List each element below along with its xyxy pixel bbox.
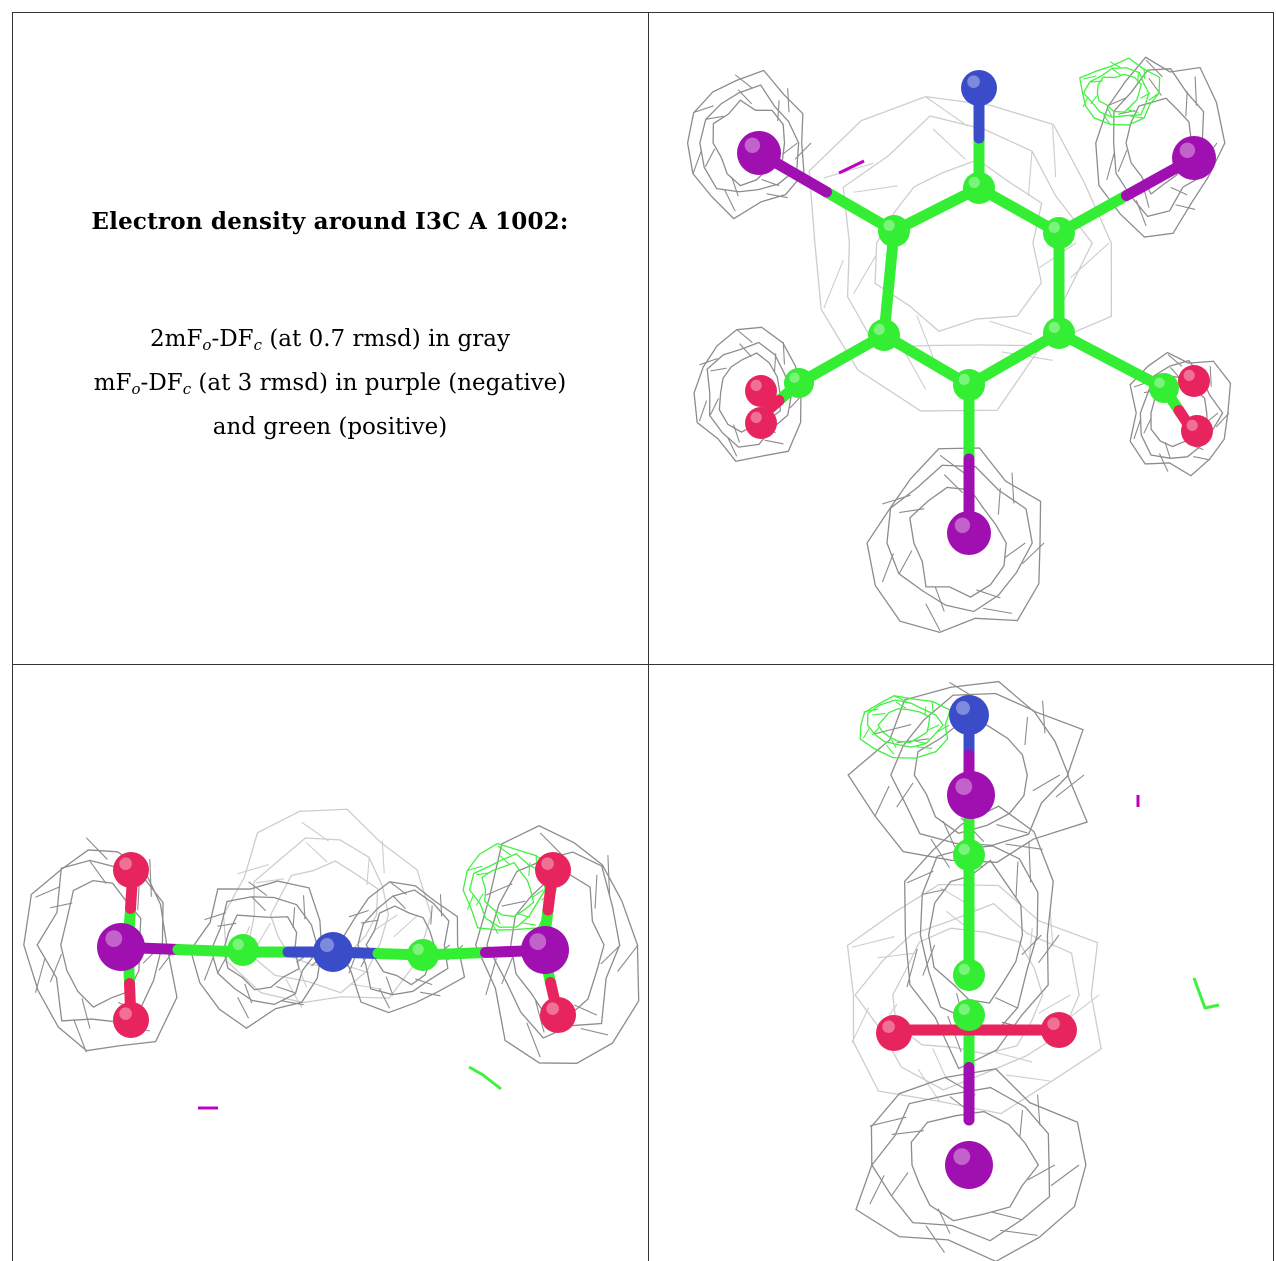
oxygen-atom <box>113 1002 149 1038</box>
density-map-top <box>686 56 1232 634</box>
border-right <box>1273 12 1274 1261</box>
oxygen-atom <box>113 852 149 888</box>
positive-difference-fragment <box>1192 977 1220 1010</box>
molecule-view-end <box>649 665 1273 1261</box>
carbon-atom <box>963 172 995 204</box>
divider-horizontal <box>12 664 1274 665</box>
oxygen-atom <box>1178 365 1210 397</box>
oxygen-atom <box>1181 415 1213 447</box>
mesh-ring <box>808 95 1113 412</box>
iodine-atom <box>737 131 781 175</box>
iodine-atom <box>947 511 991 555</box>
negative-difference-fragment <box>838 159 865 175</box>
mesh-bottom-group <box>855 1068 1087 1261</box>
iodine-atom <box>521 926 569 974</box>
figure-title: Electron density around I3C A 1002: <box>91 208 569 235</box>
divider-vertical <box>648 12 649 1261</box>
iodine-atom <box>947 771 995 819</box>
density-map-side <box>23 808 640 1110</box>
carbon-atom <box>784 368 814 398</box>
legend-line-green: and green (positive) <box>212 414 448 440</box>
mesh-iodine-right <box>1095 56 1226 238</box>
mesh-positive-difference <box>1079 57 1161 126</box>
carbon-atom <box>878 215 910 247</box>
mesh-ring-right <box>337 881 466 1014</box>
carbon-atom <box>953 959 985 991</box>
nitrogen-atom <box>313 932 353 972</box>
carbon-atom <box>953 999 985 1031</box>
iodine-atom <box>1172 136 1216 180</box>
nitrogen-atom <box>949 695 989 735</box>
molecule-view-top <box>649 13 1273 664</box>
oxygen-atom <box>745 375 777 407</box>
mesh-top-group <box>847 680 1088 868</box>
carbon-atom <box>868 319 900 351</box>
carbon-atom <box>953 369 985 401</box>
carbon-atom <box>1043 317 1075 349</box>
legend-text: 2mFo-DFc (at 0.7 rmsd) in gray mFo-DFc (… <box>12 320 648 446</box>
mesh-positive-difference <box>462 842 557 935</box>
legend-line-gray: 2mFo-DFc (at 0.7 rmsd) in gray <box>150 326 510 354</box>
border-left <box>12 12 13 1261</box>
border-top <box>12 12 1274 13</box>
oxygen-atom <box>540 997 576 1033</box>
density-map-end <box>846 680 1220 1261</box>
molecule-view-side <box>13 665 648 1261</box>
carbon-atom <box>1043 217 1075 249</box>
carbon-atom <box>953 839 985 871</box>
oxygen-atom <box>876 1015 912 1051</box>
carbon-atom <box>1149 373 1179 403</box>
oxygen-atom <box>535 852 571 888</box>
oxygen-atom <box>1041 1012 1077 1048</box>
carbon-atom <box>227 934 259 966</box>
nitrogen-atom <box>961 70 997 106</box>
figure-frame: Electron density around I3C A 1002: 2mFo… <box>12 12 1274 1261</box>
legend-line-purple: mFo-DFc (at 3 rmsd) in purple (negative) <box>93 370 567 398</box>
iodine-atom <box>97 923 145 971</box>
mesh-positive-difference <box>859 695 952 759</box>
positive-difference-fragment <box>468 1065 502 1091</box>
carbon-atom <box>407 939 439 971</box>
mesh-iodine-bottom <box>866 447 1045 634</box>
caption-cell: Electron density around I3C A 1002: 2mFo… <box>12 12 648 664</box>
oxygen-atom <box>745 407 777 439</box>
iodine-atom <box>945 1141 993 1189</box>
